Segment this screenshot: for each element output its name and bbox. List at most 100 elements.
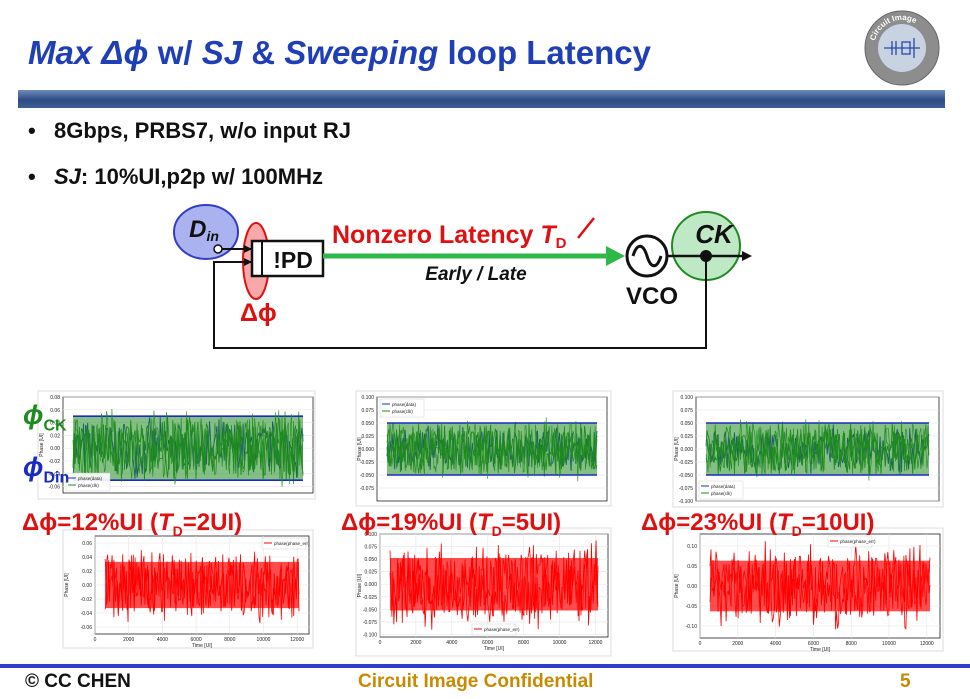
y-tick-label: 0.100 [364, 532, 377, 538]
x-tick-label: 8000 [518, 640, 529, 646]
phi-din-label: ϕDin [23, 452, 70, 487]
y-tick-label: 0.000 [364, 582, 377, 588]
vco-label: VCO [626, 283, 678, 310]
legend-label: phase(data) [392, 402, 417, 407]
din-sub: in [206, 228, 218, 244]
y-tick-label: -0.02 [81, 597, 93, 603]
y-tick-label: -0.06 [49, 485, 61, 491]
y-tick-label: 0.075 [364, 545, 377, 551]
phase-err-trace [104, 552, 300, 617]
page-number: 5 [900, 671, 911, 692]
phase-err-trace [389, 544, 599, 624]
footer-author: © CC CHEN [25, 671, 131, 692]
plot-label-3: Δϕ=23%UI (TD=10UI) [641, 509, 875, 539]
ck-label: CK [695, 219, 735, 249]
title-amp: & [242, 34, 285, 71]
y-tick-label: 0.075 [680, 408, 693, 414]
bullet-1: • 8Gbps, PRBS7, w/o input RJ [28, 118, 351, 144]
bottom-plot-2: 0.1000.0750.0500.0250.000-0.025-0.050-0.… [355, 527, 612, 657]
x-tick-label: 6000 [808, 641, 819, 647]
x-tick-label: 6000 [191, 637, 202, 643]
legend-label: phase(phase_err) [840, 539, 876, 544]
y-tick-label: 0.050 [361, 421, 374, 427]
y-tick-label: 0.025 [361, 434, 374, 440]
y-tick-label: 0.10 [687, 544, 697, 550]
x-tick-label: 4000 [770, 641, 781, 647]
phase-clk-spikes [386, 417, 598, 482]
y-axis-label: Phase [UI] [674, 437, 680, 461]
phase-clk-spikes [72, 408, 304, 487]
bullet-dot-icon: • [28, 118, 36, 143]
y-tick-label: 0.00 [50, 446, 60, 452]
y-tick-label: 0.02 [50, 433, 60, 439]
y-tick-label: -0.100 [679, 499, 693, 505]
bullet-2: •SJ: 10%UI,p2p w/ 100MHz [28, 164, 323, 190]
y-tick-label: -0.025 [679, 460, 693, 466]
x-tick-label: 12000 [920, 641, 934, 647]
x-tick-label: 2000 [410, 640, 421, 646]
y-tick-label: -0.10 [686, 624, 698, 630]
y-tick-label: -0.075 [679, 486, 693, 492]
y-tick-label: -0.100 [363, 632, 377, 638]
y-axis-label: Phase [UI] [357, 573, 363, 597]
footer-confidential: Circuit Image Confidential [358, 671, 594, 692]
top-plot-3: 0.1000.0750.0500.0250.000-0.025-0.050-0.… [672, 390, 944, 508]
title-sweeping: Sweeping [284, 34, 439, 71]
y-tick-label: -0.025 [360, 460, 374, 466]
y-tick-label: -0.04 [81, 611, 93, 617]
early-late-label: Early / Late [425, 264, 527, 285]
x-tick-label: 10000 [882, 641, 896, 647]
title-with: w/ [148, 34, 202, 71]
legend-label: phase(clk) [78, 483, 99, 488]
y-tick-label: -0.050 [363, 607, 377, 613]
y-axis-label: Phase [UI] [357, 437, 363, 461]
top-plot-1: 0.080.060.040.020.00-0.02-0.04-0.06Phase… [37, 390, 316, 500]
din-bubble [173, 204, 239, 260]
footer-line [0, 664, 970, 668]
title-phi: ϕ [123, 34, 149, 71]
legend-box [471, 623, 517, 636]
phase-clk-spikes [705, 419, 930, 481]
y-tick-label: -0.02 [49, 459, 61, 465]
y-axis-label: Phase [UI] [674, 574, 680, 598]
x-tick-label: 4000 [446, 640, 457, 646]
legend-box [261, 537, 307, 550]
x-tick-label: 12000 [588, 640, 602, 646]
x-tick-label: 12000 [290, 637, 304, 643]
phase-err-trace [709, 551, 931, 621]
y-tick-label: 0.04 [50, 421, 60, 427]
y-tick-label: -0.05 [686, 604, 698, 610]
phase-clk-band [706, 423, 929, 475]
bullet-2-text: : 10%UI,p2p w/ 100MHz [80, 164, 323, 189]
x-tick-label: 0 [94, 637, 97, 643]
x-axis-label: Time [UI] [484, 646, 505, 652]
dphi-label: Δϕ [240, 299, 277, 327]
x-tick-label: 2000 [123, 637, 134, 643]
plot-label-2: Δϕ=19%UI (TD=5UI) [341, 509, 562, 539]
y-tick-label: 0.100 [680, 395, 693, 401]
circuit-image-logo: Circuit Image [864, 10, 940, 86]
y-tick-label: 0.00 [82, 583, 92, 589]
feedback-path [213, 256, 707, 349]
y-tick-label: 0.06 [82, 541, 92, 547]
x-axis-label: Time [UI] [192, 643, 213, 649]
bullet-dot-icon: • [28, 164, 36, 189]
y-tick-label: 0.050 [364, 557, 377, 563]
y-tick-label: 0.100 [361, 395, 374, 401]
slide-title: Max Δϕ w/ SJ & Sweeping loop Latency [28, 34, 651, 72]
y-tick-label: 0.08 [50, 395, 60, 401]
legend-box [65, 472, 111, 492]
phi-ck-label: ϕCK [23, 400, 67, 435]
y-tick-label: -0.075 [363, 620, 377, 626]
legend-box [698, 480, 744, 500]
x-axis-label: Time [UI] [810, 647, 831, 653]
y-axis-label: Phase [UI] [39, 433, 45, 457]
y-axis-label: Phase [UI] [64, 573, 70, 597]
bullet-1-text: 8Gbps, PRBS7, w/o input RJ [54, 118, 352, 143]
y-tick-label: 0.050 [680, 421, 693, 427]
din-label: D [189, 216, 206, 243]
